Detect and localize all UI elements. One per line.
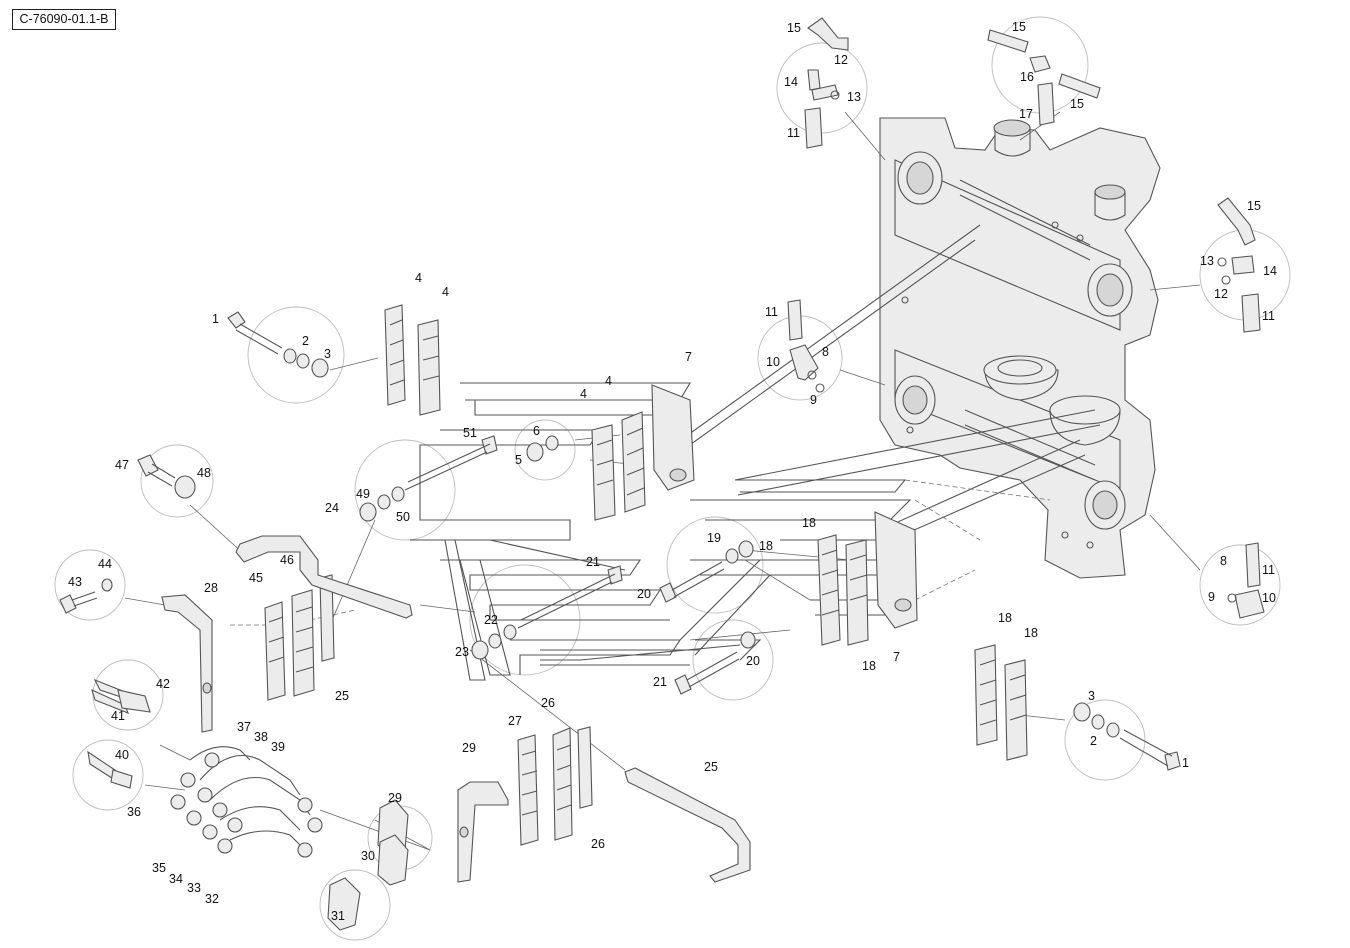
callout-12: 12 bbox=[1214, 287, 1228, 301]
main-frame bbox=[879, 117, 1161, 579]
callout-labels: 1 2 3 4 4 4 4 1 2 3 5 6 7 7 8 8 9 9 10 1… bbox=[68, 20, 1277, 923]
callout-39: 38 bbox=[254, 730, 268, 744]
callout-4: 4 bbox=[442, 285, 449, 299]
dashed-assembly-lines bbox=[230, 479, 1051, 626]
callout-8: 8 bbox=[1220, 554, 1227, 568]
callout-38: 37 bbox=[237, 720, 251, 734]
callout-9: 9 bbox=[810, 393, 817, 407]
callout-20: 20 bbox=[746, 654, 760, 668]
callout-26: 25 bbox=[335, 689, 349, 703]
callout-13: 13 bbox=[1200, 254, 1214, 268]
callout-10: 10 bbox=[766, 355, 780, 369]
callout-18: 18 bbox=[998, 611, 1012, 625]
callout-48: 47 bbox=[115, 458, 129, 472]
drawing-reference: C-76090-01.1-B bbox=[12, 9, 116, 30]
callout-21: 21 bbox=[653, 675, 667, 689]
callout-15: 15 bbox=[1247, 199, 1261, 213]
callout-11: 11 bbox=[1262, 309, 1275, 323]
callout-6: 6 bbox=[533, 424, 540, 438]
callout-19: 18 bbox=[759, 539, 773, 553]
leader-lines bbox=[124, 111, 1201, 851]
callout-29: 28 bbox=[204, 581, 218, 595]
callout-37: 36 bbox=[127, 805, 141, 819]
callout-28: 27 bbox=[508, 714, 522, 728]
callout-18: 18 bbox=[862, 659, 876, 673]
callout-40: 39 bbox=[271, 740, 285, 754]
callout-4: 4 bbox=[415, 271, 422, 285]
callout-1: 1 bbox=[1182, 756, 1189, 770]
callout-34: 33 bbox=[187, 881, 201, 895]
callout-46: 45 bbox=[249, 571, 263, 585]
callout-31: 30 bbox=[361, 849, 375, 863]
callout-1: 1 bbox=[212, 312, 219, 326]
callout-21: 20 bbox=[637, 587, 651, 601]
callout-3: 3 bbox=[1088, 689, 1095, 703]
callout-3: 3 bbox=[324, 347, 331, 361]
callout-42: 41 bbox=[111, 709, 125, 723]
callout-50: 49 bbox=[356, 487, 370, 501]
callout-15: 15 bbox=[1070, 97, 1084, 111]
callout-14: 14 bbox=[784, 75, 798, 89]
callout-10: 10 bbox=[1262, 591, 1276, 605]
callout-32: 31 bbox=[331, 909, 345, 923]
callout-49: 48 bbox=[197, 466, 211, 480]
callout-11: 11 bbox=[787, 126, 800, 140]
callout-17: 17 bbox=[1019, 107, 1033, 121]
callout-23: 22 bbox=[484, 613, 498, 627]
callout-2: 2 bbox=[1090, 734, 1097, 748]
callout-25: 25 bbox=[704, 760, 718, 774]
callout-51: 50 bbox=[396, 510, 410, 524]
pipe-routing-outlines bbox=[410, 224, 1101, 681]
callout-33: 32 bbox=[205, 892, 219, 906]
callout-29: 29 bbox=[462, 741, 476, 755]
pipe-clamps bbox=[264, 304, 1028, 846]
callout-44: 43 bbox=[68, 575, 82, 589]
hydraulic-fittings bbox=[787, 17, 1265, 619]
fasteners bbox=[59, 311, 1181, 771]
callout-15: 15 bbox=[1012, 20, 1026, 34]
callout-41: 40 bbox=[115, 748, 129, 762]
callout-18: 18 bbox=[802, 516, 816, 530]
callout-22: 21 bbox=[586, 555, 600, 569]
callout-9: 9 bbox=[1208, 590, 1215, 604]
callout-7: 7 bbox=[685, 350, 692, 364]
support-brackets bbox=[161, 535, 751, 883]
callout-11: 11 bbox=[765, 305, 778, 319]
callout-11: 11 bbox=[1262, 563, 1275, 577]
callout-5: 5 bbox=[515, 453, 522, 467]
callout-26: 26 bbox=[591, 837, 605, 851]
callout-16: 16 bbox=[1020, 70, 1034, 84]
callout-30: 29 bbox=[388, 791, 402, 805]
callout-7: 7 bbox=[893, 650, 900, 664]
callout-2: 2 bbox=[302, 334, 309, 348]
callout-8: 8 bbox=[822, 345, 829, 359]
hose-connectors bbox=[87, 678, 409, 931]
callout-43: 42 bbox=[156, 677, 170, 691]
callout-24: 23 bbox=[455, 645, 469, 659]
callout-15: 15 bbox=[787, 21, 801, 35]
callout-20: 19 bbox=[707, 531, 721, 545]
callout-14: 14 bbox=[1263, 264, 1277, 278]
callout-12: 12 bbox=[834, 53, 848, 67]
callout-4: 4 bbox=[580, 387, 587, 401]
callout-4: 4 bbox=[605, 374, 612, 388]
callout-52: 51 bbox=[463, 426, 477, 440]
callout-27: 26 bbox=[541, 696, 555, 710]
callout-47: 46 bbox=[280, 553, 294, 567]
callout-13: 13 bbox=[847, 90, 861, 104]
callout-45: 44 bbox=[98, 557, 112, 571]
callout-18: 18 bbox=[1024, 626, 1038, 640]
callout-25: 24 bbox=[325, 501, 339, 515]
callout-36: 35 bbox=[152, 861, 166, 875]
callout-35: 34 bbox=[169, 872, 183, 886]
